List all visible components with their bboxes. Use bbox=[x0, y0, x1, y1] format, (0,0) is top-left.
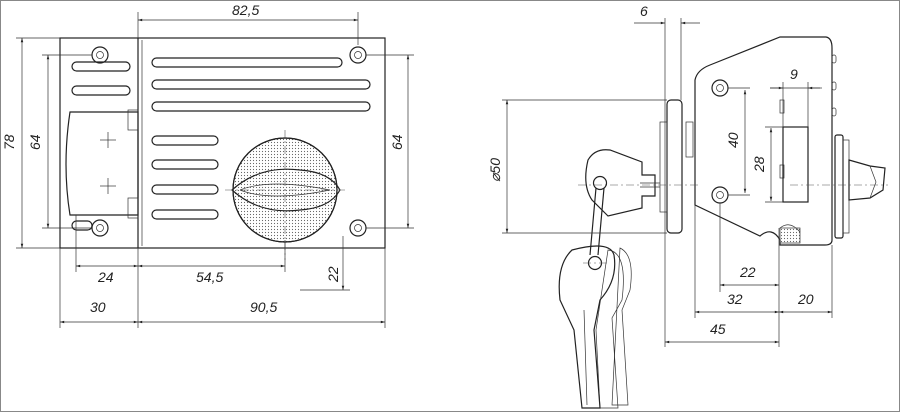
key-bundle bbox=[558, 149, 660, 409]
dim-9: 9 bbox=[790, 66, 798, 82]
front-dimension-lines bbox=[20, 18, 410, 324]
dim-20: 20 bbox=[797, 291, 814, 307]
vent-slots bbox=[71, 57, 371, 231]
front-extension-lines bbox=[16, 12, 414, 328]
dim-6: 6 bbox=[640, 3, 648, 19]
dim-64-left: 64 bbox=[27, 134, 43, 150]
side-view: 6 9 40 28 ⌀50 22 32 20 45 bbox=[487, 3, 888, 409]
dim-40: 40 bbox=[725, 132, 741, 148]
lock-plate bbox=[59, 37, 386, 249]
dim-90-5: 90,5 bbox=[250, 299, 277, 315]
thumb-turn-knob bbox=[225, 130, 345, 260]
dim-54-5: 54,5 bbox=[196, 269, 223, 285]
lock-body bbox=[694, 36, 833, 246]
dim-30: 30 bbox=[90, 299, 106, 315]
side-thumb-turn bbox=[834, 134, 886, 239]
dim-diameter-50: ⌀50 bbox=[487, 158, 503, 182]
latch-bolt bbox=[65, 109, 139, 219]
dim-24: 24 bbox=[97, 269, 114, 285]
dim-32: 32 bbox=[727, 291, 743, 307]
side-dimension-lines bbox=[505, 21, 832, 344]
dim-78: 78 bbox=[1, 134, 17, 150]
front-view: 82,5 78 64 64 24 54,5 22 30 90,5 bbox=[1, 2, 414, 328]
dim-64-right: 64 bbox=[389, 134, 405, 150]
deadbolt bbox=[782, 126, 809, 203]
dim-22-front: 22 bbox=[325, 266, 341, 283]
dim-28: 28 bbox=[751, 156, 767, 173]
cylinder-flange bbox=[666, 99, 683, 234]
dim-82-5: 82,5 bbox=[232, 2, 259, 18]
dim-45: 45 bbox=[710, 321, 726, 337]
side-extension-lines bbox=[502, 18, 833, 347]
dim-22-side: 22 bbox=[739, 264, 756, 280]
